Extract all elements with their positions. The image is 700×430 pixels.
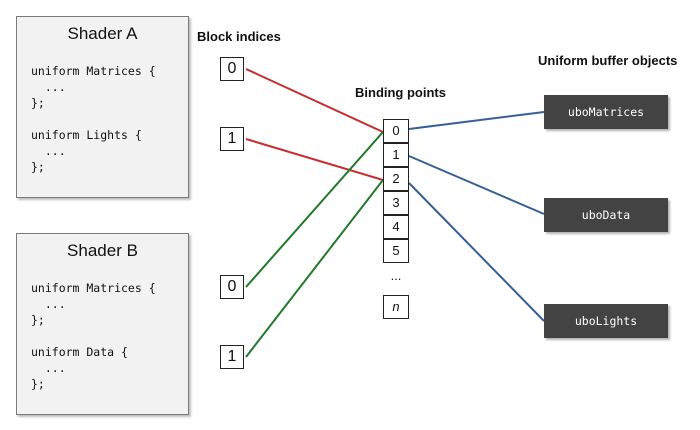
block-index-a0: 0 xyxy=(220,57,244,81)
ubo-matrices: uboMatrices xyxy=(544,95,668,129)
binding-point-4: 4 xyxy=(383,215,409,239)
link-a0-to-binding0 xyxy=(245,68,384,133)
ubo-lights: uboLights xyxy=(544,304,668,338)
uniform-block-data: uniform Data { ... }; xyxy=(31,345,128,391)
block-indices-heading: Block indices xyxy=(197,29,281,44)
link-binding0-to-uboMatrices xyxy=(408,111,545,130)
binding-point-1: 1 xyxy=(383,143,409,167)
link-b1-to-binding2 xyxy=(245,179,384,358)
link-b0-to-binding0 xyxy=(245,131,384,288)
uniform-block-matrices: uniform Matrices { ... }; xyxy=(31,281,156,327)
binding-point-3: 3 xyxy=(383,191,409,215)
shader-a-panel: Shader A uniform Matrices { ... }; unifo… xyxy=(16,16,189,198)
binding-point-ellipsis: ... xyxy=(390,268,402,283)
link-binding1-to-uboData xyxy=(408,155,545,215)
link-a1-to-binding2 xyxy=(245,138,384,181)
link-binding2-to-uboLights xyxy=(408,182,545,322)
binding-point-0: 0 xyxy=(383,119,409,143)
shader-title: Shader A xyxy=(67,24,138,43)
shader-title: Shader B xyxy=(67,241,138,260)
ubo-heading: Uniform buffer objects xyxy=(538,53,678,68)
uniform-block-matrices: uniform Matrices { ... }; xyxy=(31,64,156,110)
binding-points-heading: Binding points xyxy=(355,85,446,100)
binding-point-2: 2 xyxy=(383,167,409,191)
block-index-b0: 0 xyxy=(220,275,244,299)
uniform-block-lights: uniform Lights { ... }; xyxy=(31,128,142,174)
binding-point-n: n xyxy=(383,295,409,319)
block-index-b1: 1 xyxy=(220,345,244,369)
ubo-data: uboData xyxy=(544,198,668,232)
shader-b-panel: Shader B uniform Matrices { ... }; unifo… xyxy=(16,233,189,415)
block-index-a1: 1 xyxy=(220,127,244,151)
binding-point-5: 5 xyxy=(383,239,409,263)
